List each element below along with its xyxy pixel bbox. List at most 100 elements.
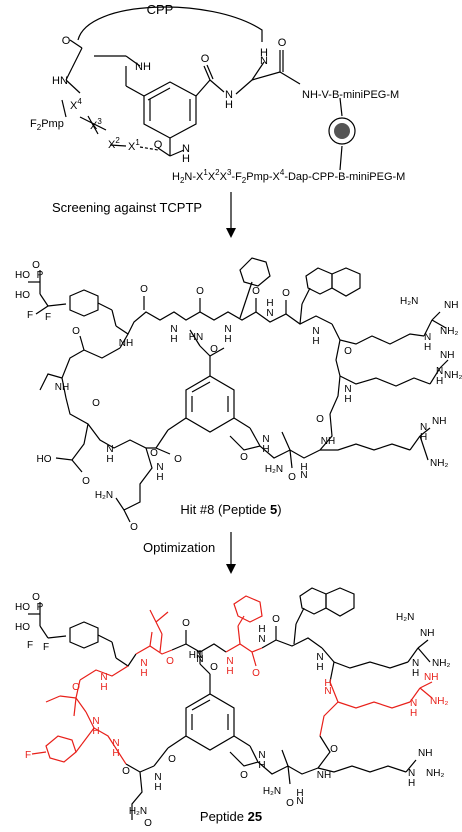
svg-text:O: O bbox=[130, 522, 138, 530]
svg-text:N: N bbox=[225, 89, 233, 101]
residue-x4-label: X4 bbox=[70, 97, 82, 112]
resin-bead bbox=[328, 117, 356, 145]
svg-text:H: H bbox=[260, 47, 268, 59]
svg-text:H: H bbox=[266, 298, 273, 309]
svg-text:H: H bbox=[156, 472, 163, 483]
svg-text:H: H bbox=[412, 668, 419, 679]
svg-text:H: H bbox=[182, 153, 190, 165]
svg-text:N: N bbox=[140, 658, 147, 669]
svg-text:O: O bbox=[154, 139, 163, 151]
optimization-label: Optimization bbox=[143, 540, 216, 555]
svg-text:N: N bbox=[226, 656, 233, 667]
arrow-optimization-svg bbox=[226, 532, 236, 574]
highlighted-residues bbox=[31, 595, 433, 765]
svg-text:H: H bbox=[112, 748, 119, 759]
svg-text:NH: NH bbox=[420, 628, 434, 639]
svg-text:O: O bbox=[344, 346, 352, 357]
svg-text:N: N bbox=[258, 750, 265, 761]
svg-text:NH: NH bbox=[321, 436, 335, 447]
svg-text:HN: HN bbox=[189, 650, 203, 661]
svg-text:NH₂: NH₂ bbox=[426, 768, 444, 779]
svg-text:N: N bbox=[106, 444, 113, 455]
svg-text:NH: NH bbox=[119, 338, 133, 349]
svg-text:H: H bbox=[262, 444, 269, 455]
svg-text:H: H bbox=[140, 668, 147, 679]
svg-text:NH: NH bbox=[424, 672, 438, 683]
svg-text:O: O bbox=[272, 614, 280, 625]
svg-text:N: N bbox=[258, 634, 265, 645]
svg-text:NH₂: NH₂ bbox=[444, 370, 462, 381]
svg-text:O: O bbox=[278, 37, 287, 49]
svg-text:O: O bbox=[168, 754, 176, 765]
svg-text:F: F bbox=[43, 642, 49, 653]
svg-text:O: O bbox=[252, 668, 260, 679]
library-structure-svg: O HN NH O N H H N O O N H CPP X4 F2Pmp X… bbox=[30, 2, 405, 185]
svg-text:H: H bbox=[225, 99, 233, 111]
svg-text:NH: NH bbox=[432, 416, 446, 427]
residue-x1-label: X1 bbox=[128, 138, 140, 153]
svg-text:O: O bbox=[201, 53, 210, 65]
svg-text:H: H bbox=[170, 334, 177, 345]
svg-text:H: H bbox=[344, 394, 351, 405]
final-caption: Peptide 25 bbox=[0, 809, 462, 824]
svg-text:O: O bbox=[32, 592, 40, 603]
svg-text:O: O bbox=[140, 284, 148, 295]
resin-bead-core bbox=[334, 123, 350, 139]
svg-text:O: O bbox=[62, 35, 71, 47]
svg-text:N: N bbox=[156, 462, 163, 473]
svg-text:N: N bbox=[412, 658, 419, 669]
svg-text:N: N bbox=[266, 308, 273, 319]
svg-text:NH: NH bbox=[55, 382, 69, 393]
svg-text:H: H bbox=[100, 682, 107, 693]
svg-text:H₂N: H₂N bbox=[129, 806, 147, 817]
svg-text:O: O bbox=[72, 326, 80, 337]
svg-text:H: H bbox=[312, 336, 319, 347]
svg-text:O: O bbox=[32, 260, 40, 271]
svg-text:O: O bbox=[210, 344, 218, 355]
svg-text:F: F bbox=[27, 310, 33, 321]
svg-text:H: H bbox=[92, 726, 99, 737]
svg-text:H: H bbox=[410, 708, 417, 719]
svg-text:F: F bbox=[25, 750, 31, 761]
svg-text:N: N bbox=[260, 55, 268, 67]
svg-text:NH₂: NH₂ bbox=[430, 458, 448, 469]
svg-text:HO: HO bbox=[15, 622, 30, 633]
svg-text:O: O bbox=[282, 288, 290, 299]
svg-text:N: N bbox=[410, 698, 417, 709]
svg-text:N: N bbox=[182, 143, 190, 155]
svg-text:N: N bbox=[100, 672, 107, 683]
svg-text:O: O bbox=[288, 472, 296, 483]
svg-text:NH: NH bbox=[440, 350, 454, 361]
svg-text:O: O bbox=[240, 770, 248, 781]
svg-text:H: H bbox=[258, 760, 265, 771]
svg-text:NH: NH bbox=[444, 300, 458, 311]
svg-text:HO: HO bbox=[37, 454, 52, 465]
hit-caption: Hit #8 (Peptide 5) bbox=[0, 502, 462, 517]
svg-text:H: H bbox=[324, 678, 331, 689]
final-structure-svg: O P HO HO F F O N O H N N H N H NH NH₂ H… bbox=[15, 587, 450, 829]
svg-text:N: N bbox=[92, 716, 99, 727]
svg-text:HO: HO bbox=[15, 290, 30, 301]
svg-text:O: O bbox=[82, 476, 90, 487]
final-caption-number: 25 bbox=[247, 809, 263, 824]
svg-text:NH: NH bbox=[317, 770, 331, 781]
svg-text:N: N bbox=[316, 652, 323, 663]
svg-text:H: H bbox=[106, 454, 113, 465]
svg-text:N: N bbox=[224, 324, 231, 335]
svg-text:N: N bbox=[344, 384, 351, 395]
svg-text:H: H bbox=[436, 376, 443, 387]
svg-text:H₂N: H₂N bbox=[95, 490, 113, 501]
hit-caption-suffix: ) bbox=[277, 502, 282, 517]
svg-text:F: F bbox=[45, 312, 51, 323]
svg-text:P: P bbox=[37, 270, 44, 281]
svg-text:H: H bbox=[300, 462, 307, 473]
svg-text:HO: HO bbox=[15, 602, 30, 613]
svg-text:N: N bbox=[196, 654, 203, 665]
svg-text:F: F bbox=[27, 640, 33, 651]
svg-text:O: O bbox=[316, 414, 324, 425]
svg-text:NH: NH bbox=[135, 61, 151, 73]
residue-x2-label: X2 bbox=[108, 136, 120, 151]
residue-f2pmp-label: F2Pmp bbox=[30, 118, 64, 132]
svg-text:N: N bbox=[424, 332, 431, 343]
svg-text:NH₂: NH₂ bbox=[440, 326, 458, 337]
